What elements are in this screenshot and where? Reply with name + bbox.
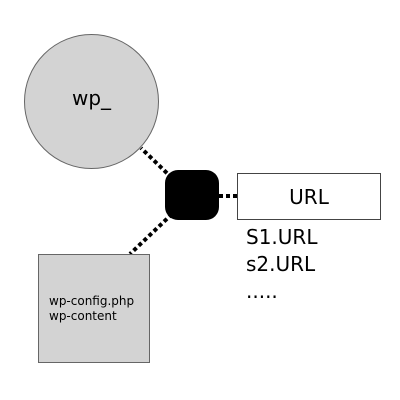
files-box-line: wp-config.php [49,293,135,308]
url-box: URL [237,173,381,220]
url-box-label: URL [289,184,329,209]
url-list-item: S1.URL [246,225,318,249]
files-box: wp-config.php wp-content [38,254,150,363]
url-list: S1.URL s2.URL ..... [246,224,317,305]
wp-prefix-label: wp_ [71,85,112,110]
files-box-line: wp-content [49,308,117,323]
wp-prefix-node: wp_ [24,34,159,169]
url-list-item: ..... [246,279,278,303]
url-list-item: s2.URL [246,252,316,276]
connector-hub-to-files [128,212,174,256]
hub-node [165,170,219,220]
connector-hub-to-circle [139,146,174,180]
